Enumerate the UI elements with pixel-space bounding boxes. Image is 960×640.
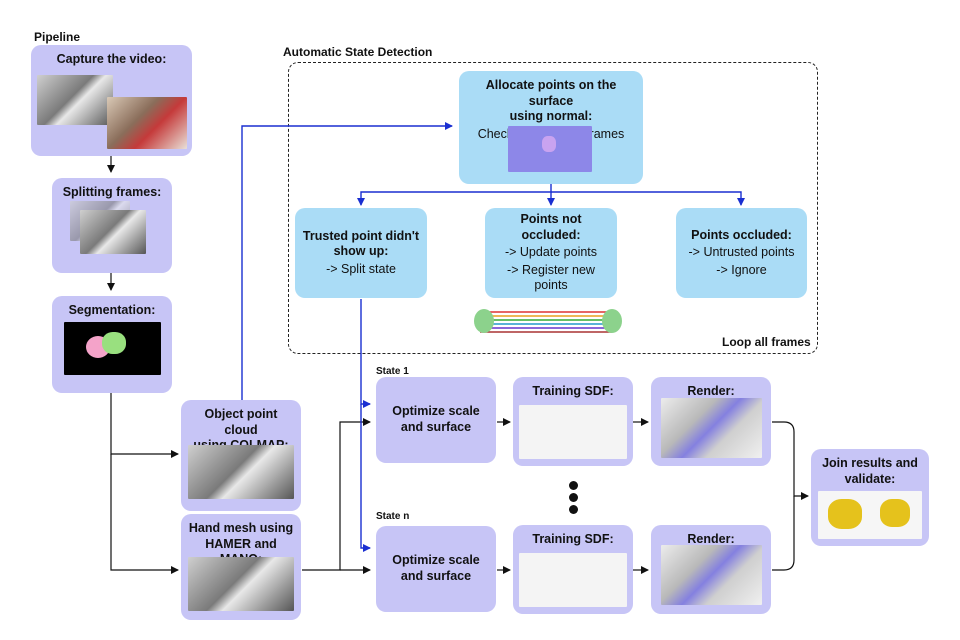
ellipsis-dot-3 [569,505,578,514]
training2-title: Training SDF: [532,532,614,546]
training-plots-image-1 [519,405,627,459]
staten-label: State n [376,511,410,522]
loop-label: Loop all frames [722,335,811,349]
occluded-sub2: -> Ignore [716,262,767,277]
optimize1-line2: and surface [400,420,472,434]
trusted-point-box: Trusted point didn't show up: -> Split s… [295,208,427,298]
allocate-title-line2: using normal: [509,109,593,124]
not-occluded-sub1: -> Update points [504,245,598,260]
splitting-title: Splitting frames: [62,185,162,199]
training-plots-image-2 [519,553,627,607]
object-pointcloud-title-line1: Object point cloud [204,407,278,437]
trusted-subtitle: -> Split state [326,261,396,276]
render2-title: Render: [687,532,735,546]
ellipsis-dot-2 [569,493,578,502]
points-not-occluded-box: Points not occluded: -> Update points ->… [485,208,617,298]
not-occluded-sub2: -> Register new points [507,262,595,293]
trusted-title-line1: Trusted point didn't [302,228,420,243]
arrow-render1-to-join [772,421,809,500]
render-image-2 [661,545,762,605]
hand-mesh-image [188,557,294,611]
optimize2-line2: and surface [400,569,472,583]
join-title-line2: validate: [844,471,896,486]
ellipsis-dot-1 [569,481,578,490]
render-image-1 [661,398,762,458]
points-occluded-box: Points occluded: -> Untrusted points -> … [676,208,807,298]
allocate-title-line1: Allocate points on the surface [485,78,617,108]
arrow-trusted-to-staten [360,404,371,552]
state1-label: State 1 [376,366,409,377]
capture-image-1 [37,75,113,125]
occluded-sub1: -> Untrusted points [688,245,795,260]
capture-image-2 [107,97,187,149]
render1-title: Render: [687,384,735,398]
hand-mesh-title-line1: Hand mesh using [188,521,294,535]
auto-detection-label: Automatic State Detection [283,45,433,59]
join-title-line1: Join results and [822,456,918,470]
segmentation-title: Segmentation: [68,303,156,317]
training1-title: Training SDF: [532,384,614,398]
arrow-handmesh-to-optimize1 [302,418,371,571]
frames-stack-front [80,210,146,254]
join-results-image [818,491,922,539]
optimize1-line1: Optimize scale [392,404,480,419]
normal-map-image [508,126,592,172]
not-occluded-title: Points not occluded: [520,211,582,242]
capture-title: Capture the video: [56,52,167,66]
arrow-seg-to-handmesh [110,454,179,574]
trusted-title-line2: show up: [333,244,389,259]
object-pointcloud-image [188,445,294,499]
optimize2-line1: Optimize scale [392,553,480,568]
occluded-title: Points occluded: [691,227,792,242]
arrow-render2-to-join [772,496,795,571]
optimize-box-staten: Optimize scale and surface [376,526,496,612]
arrow-seg-to-pointcloud [110,393,179,458]
pipeline-label: Pipeline [34,30,81,44]
segmentation-mask-image [64,322,161,375]
optimize-box-state1: Optimize scale and surface [376,377,496,463]
